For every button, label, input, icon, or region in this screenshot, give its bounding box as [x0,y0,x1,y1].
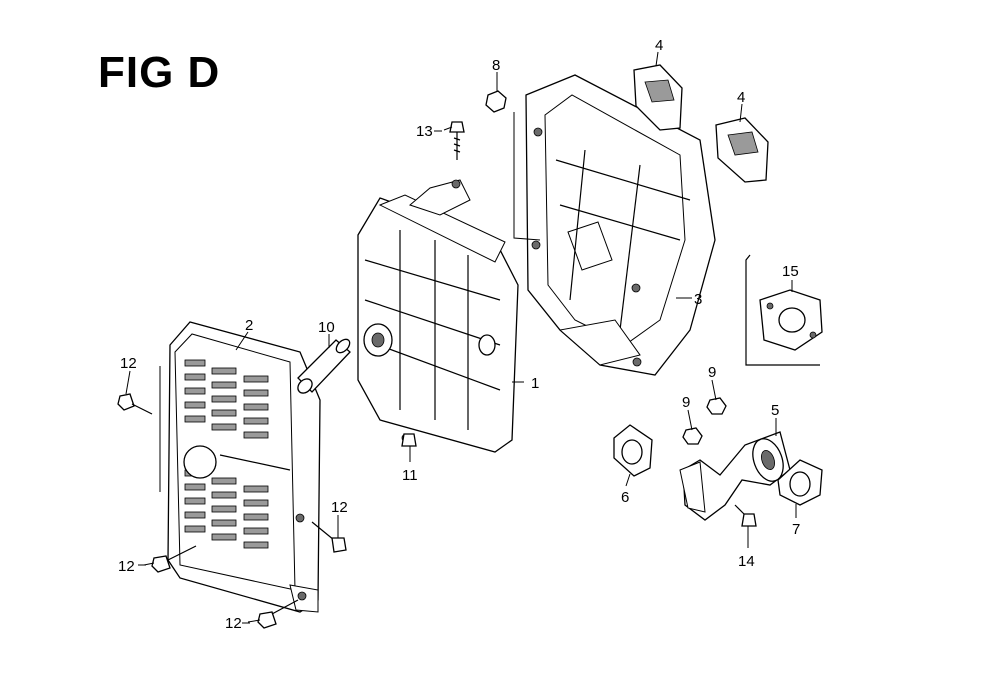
bolt-12-middle-right [311,521,347,553]
callout-13: 13 [416,123,433,140]
heat-shield-bracket [525,74,716,376]
callout-10: 10 [318,319,335,336]
callout-4-lower: 4 [737,89,745,106]
nut-9-upper [706,397,727,415]
bolt-14 [734,504,757,527]
callout-11: 11 [402,467,418,484]
callout-12-lower-left: 12 [118,558,135,575]
tail-pipe [297,338,351,394]
nut-8 [485,90,507,113]
callout-12-bottom: 12 [225,615,242,632]
callout-3: 3 [694,291,702,308]
figure-title: FIG D [98,48,221,97]
callout-2: 2 [245,317,253,334]
mounting-plate-upper [633,64,683,131]
gasket-15 [745,254,823,366]
callout-6: 6 [621,489,629,506]
label-ticks [138,130,442,624]
callout-1: 1 [531,375,539,392]
exhaust-pipe [679,431,791,521]
muffler [357,179,519,453]
callout-4-upper: 4 [655,37,663,54]
bolt-12-upper-left [117,393,153,415]
callout-7: 7 [792,521,800,538]
bolt-12-lower-left [151,545,197,573]
callout-12-upper-left: 12 [120,355,137,372]
muffler-protector-cover [167,321,321,613]
mounting-plate-lower [715,117,769,183]
callout-8: 8 [492,57,500,74]
nut-9-lower [682,427,703,445]
gasket-7 [777,459,823,506]
callout-15: 15 [782,263,799,280]
callout-14: 14 [738,553,755,570]
leader-lines [125,51,797,623]
callout-9-upper: 9 [708,364,716,381]
callout-12-middle-right: 12 [331,499,348,516]
callout-labels: 1 2 3 4 4 5 6 7 8 9 9 10 11 12 12 12 12 … [118,37,800,632]
callout-9-lower: 9 [682,394,690,411]
bolt-11 [401,433,417,447]
bolt-13 [449,121,465,160]
gasket-6 [613,424,653,477]
callout-5: 5 [771,402,779,419]
